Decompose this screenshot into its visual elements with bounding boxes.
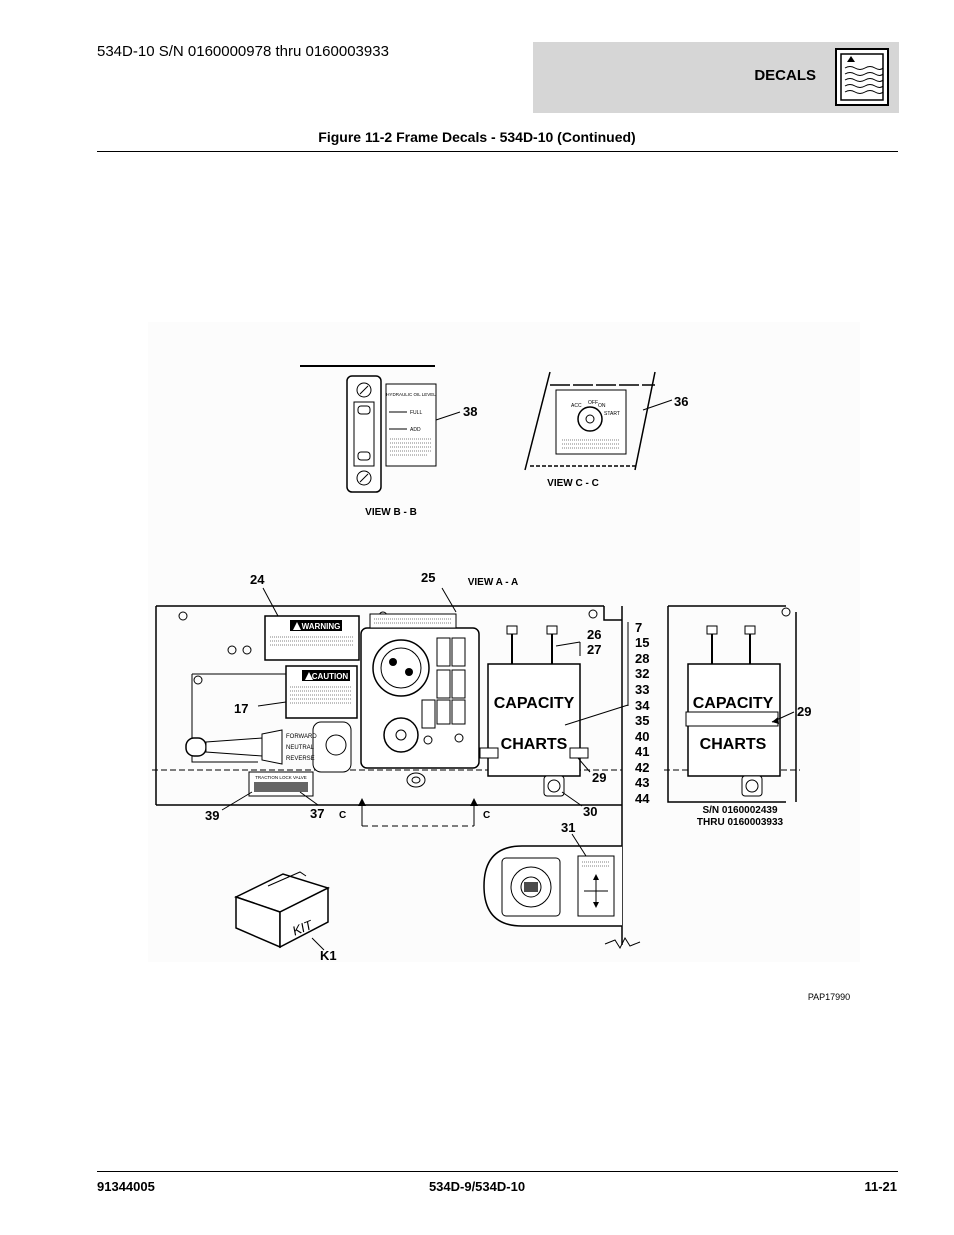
callout-24: 24 (250, 572, 265, 587)
section-c-left: C (339, 810, 346, 821)
kit-box-label: KIT (290, 917, 315, 939)
serial-note-line-1: S/N 0160002439 (702, 805, 778, 816)
traction-lock-label: TRACTION LOCK VALVE (255, 775, 307, 780)
warning-label: WARNING (302, 622, 341, 631)
capacity-label-detail: CAPACITY (693, 695, 774, 712)
footer-models: 534D-9/534D-10 (428, 1179, 526, 1194)
list-callout-15: 15 (635, 635, 649, 650)
callout-37: 37 (310, 806, 324, 821)
list-callout-43: 43 (635, 775, 649, 790)
section-c-right: C (483, 810, 490, 821)
callout-17: 17 (234, 701, 248, 716)
callout-30: 30 (583, 804, 597, 819)
charts-label-detail: CHARTS (700, 736, 767, 753)
off-label: OFF (588, 400, 598, 406)
list-callout-32: 32 (635, 666, 649, 681)
acc-label: ACC (571, 403, 582, 409)
full-label: FULL (410, 410, 422, 416)
section-title: DECALS (754, 67, 816, 84)
callout-29-main: 29 (592, 770, 606, 785)
on-label: ON (598, 403, 606, 409)
kit-box: KIT K1 (234, 871, 337, 963)
charts-label: CHARTS (501, 736, 568, 753)
section-header-box: DECALS (533, 42, 899, 113)
callout-36: 36 (674, 394, 688, 409)
view-a-label: VIEW A - A (468, 577, 519, 588)
figure-title: Figure 11-2 Frame Decals - 534D-10 (Cont… (318, 129, 636, 145)
view-c-label: VIEW C - C (547, 478, 599, 489)
list-callout-35: 35 (635, 713, 649, 728)
serial-note-line-2: THRU 0160003933 (697, 817, 784, 828)
list-callout-28: 28 (635, 651, 649, 666)
callout-31: 31 (561, 820, 575, 835)
callout-29-detail: 29 (797, 704, 811, 719)
callout-38: 38 (463, 404, 477, 419)
model-range-title: 534D-10 S/N 0160000978 thru 0160003933 (97, 43, 389, 60)
add-label: ADD (410, 427, 421, 433)
list-callout-34: 34 (635, 698, 650, 713)
callout-39: 39 (205, 808, 219, 823)
list-callout-33: 33 (635, 682, 649, 697)
page-number: 11-21 (864, 1179, 897, 1194)
forward-label: FORWARD (286, 734, 317, 740)
caution-label: CAUTION (312, 672, 349, 681)
callout-26: 26 (587, 627, 601, 642)
start-label: START (604, 411, 620, 417)
list-callout-7: 7 (635, 620, 642, 635)
list-callout-44: 44 (635, 791, 650, 806)
capacity-label: CAPACITY (494, 695, 575, 712)
hydraulic-oil-title: HYDRAULIC OIL LEVEL (386, 392, 436, 397)
figure-part-code: PAP17990 (808, 992, 850, 1002)
decal-icon (835, 48, 889, 106)
view-c-c: OFF ACC ON START 36 VIEW C - C (524, 371, 688, 489)
footer-rule (97, 1171, 898, 1172)
view-b-label: VIEW B - B (365, 507, 417, 518)
callout-25: 25 (421, 570, 435, 585)
doc-number: 91344005 (97, 1179, 155, 1194)
callout-k1: K1 (320, 948, 337, 963)
callout-27: 27 (587, 642, 601, 657)
list-callout-40: 40 (635, 729, 649, 744)
view-a-a: VIEW A - A WARNING CAUTION (152, 570, 811, 950)
list-callout-42: 42 (635, 760, 649, 775)
view-b-b: HYDRAULIC OIL LEVEL FULL ADD 38 VIEW B -… (300, 365, 477, 518)
header-rule (97, 151, 898, 152)
neutral-label: NEUTRAL (286, 745, 315, 751)
reverse-label: REVERSE (286, 756, 315, 762)
list-callout-41: 41 (635, 744, 649, 759)
